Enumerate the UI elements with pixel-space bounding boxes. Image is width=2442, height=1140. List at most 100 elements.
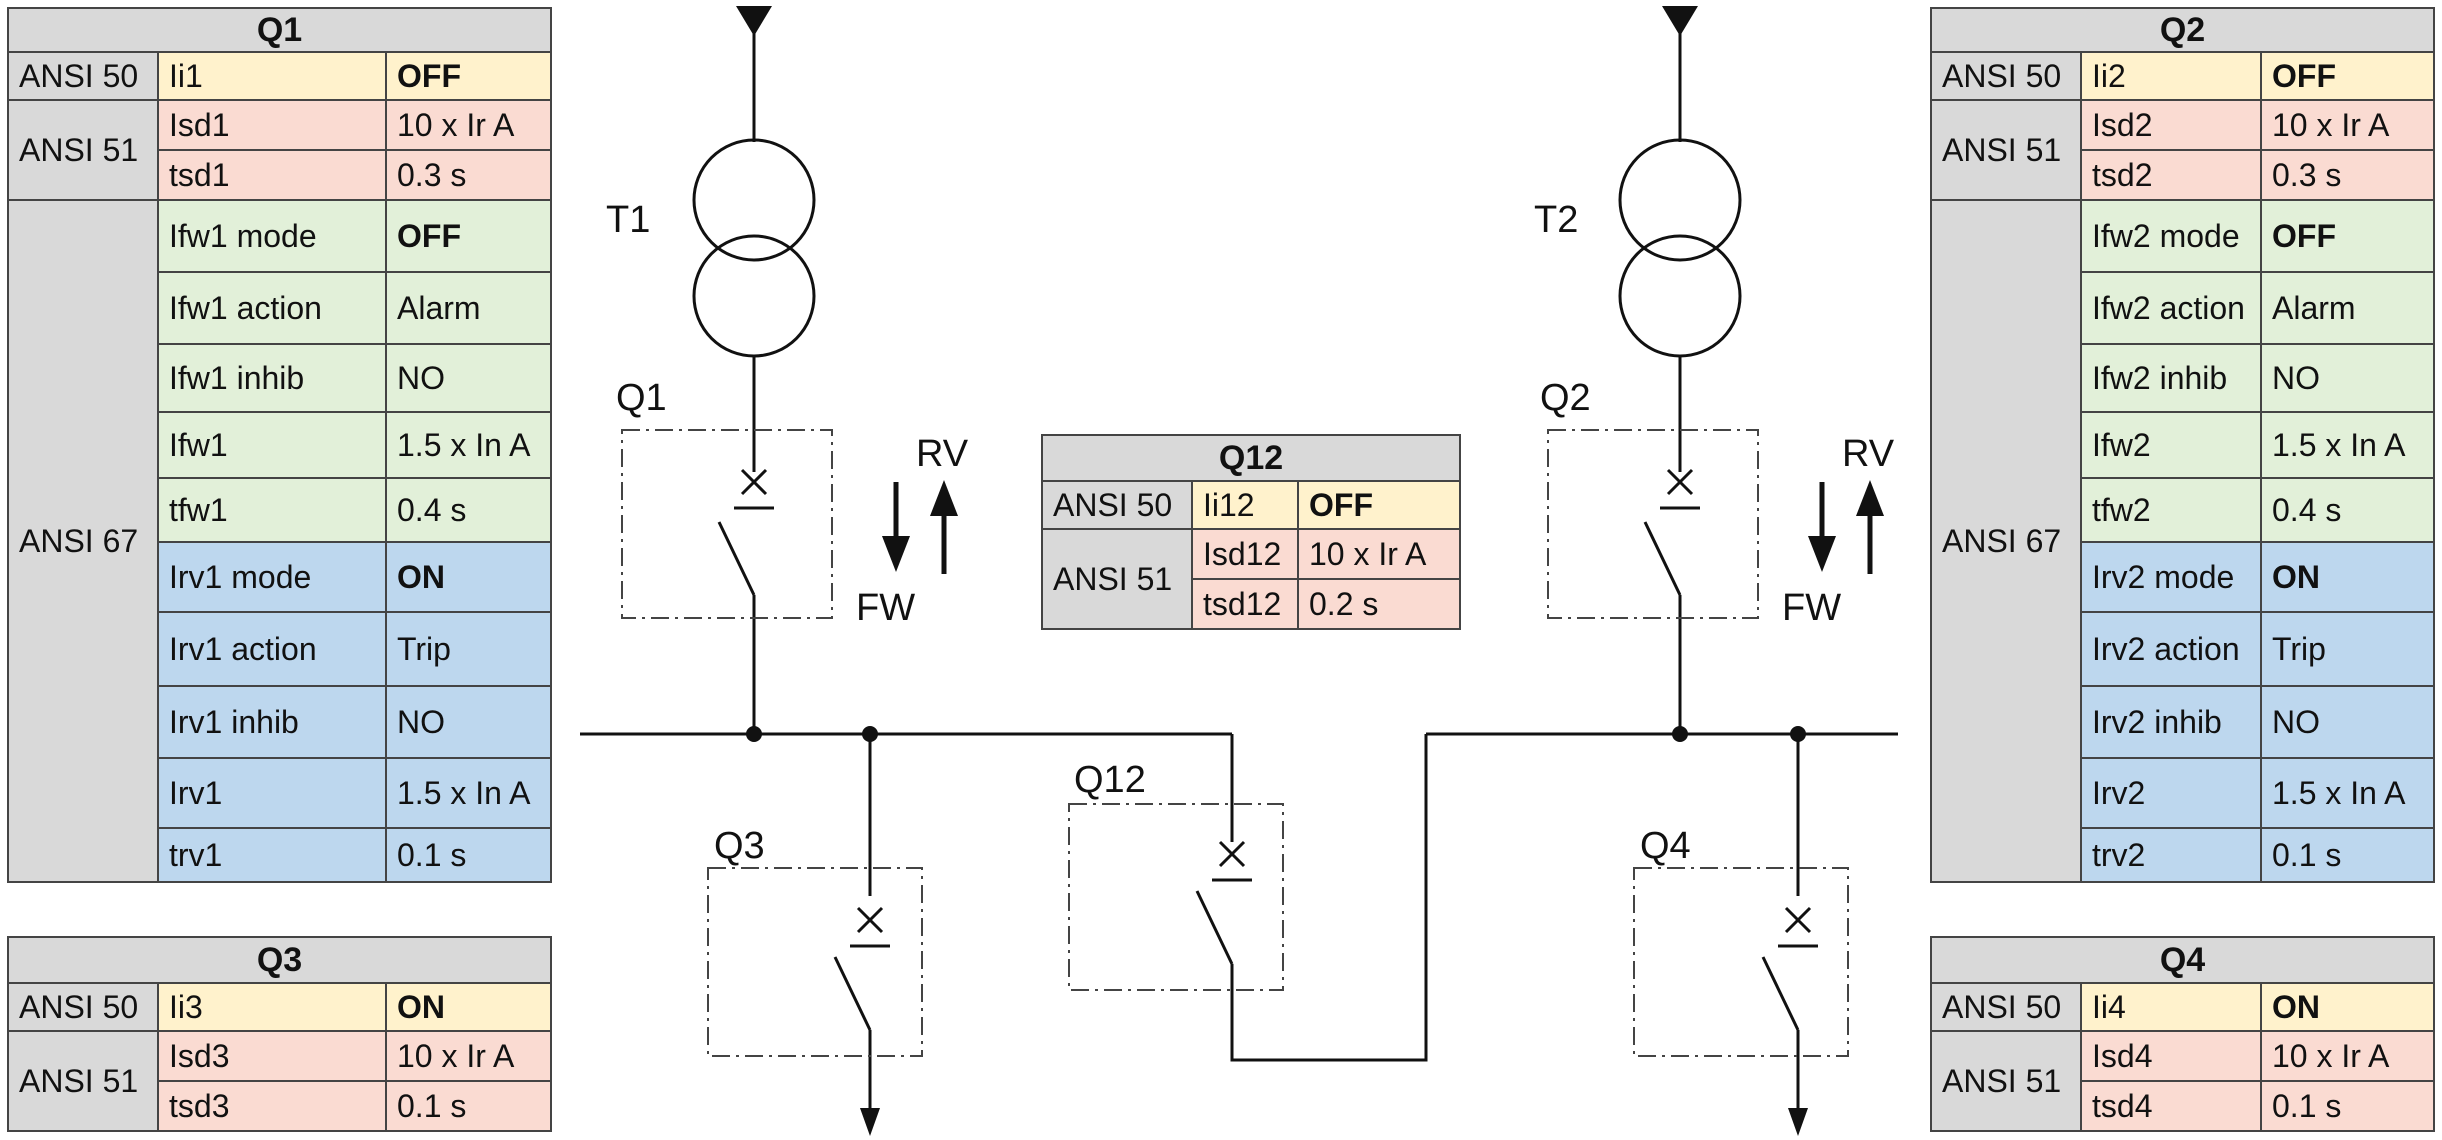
group-ansi51: ANSI 51 [1930, 99, 2082, 201]
junction-dot-q2 [1672, 726, 1688, 742]
param-label: Ifw2 mode [2080, 199, 2262, 273]
param-label: Ii12 [1191, 480, 1299, 530]
param-value: 0.3 s [385, 149, 552, 201]
param-value: ON [385, 982, 552, 1032]
param-label: trv1 [157, 827, 387, 883]
tie-line-q12-lower [1230, 734, 1428, 1062]
param-value: OFF [1296, 480, 1462, 530]
param-value: 0.1 s [385, 827, 552, 883]
breaker-q12-mark [1212, 840, 1252, 882]
param-value: 0.2 s [1296, 578, 1462, 630]
param-label: Ifw1 mode [157, 199, 387, 273]
param-value: 0.4 s [385, 477, 552, 543]
param-label: tsd1 [157, 149, 387, 201]
param-value: OFF [385, 51, 552, 101]
group-ansi50: ANSI 50 [1041, 480, 1193, 530]
settings-table-q2: Q2 ANSI 50 Ii2 OFF ANSI 51 Isd2 10 x Ir … [1930, 7, 2435, 883]
param-label: Irv2 mode [2080, 541, 2262, 613]
param-label: Isd1 [157, 99, 387, 151]
param-label: Irv1 mode [157, 541, 387, 613]
outgoing-arrow-q4 [1788, 1108, 1808, 1136]
param-value: Alarm [2260, 271, 2435, 345]
param-value: 1.5 x In A [385, 411, 552, 479]
param-label: Ifw2 inhib [2080, 343, 2262, 413]
param-value: 0.3 s [2260, 149, 2435, 201]
param-label: Irv1 [157, 757, 387, 829]
param-label: tsd12 [1191, 578, 1299, 630]
label-q1: Q1 [616, 377, 667, 419]
param-value: OFF [385, 199, 552, 273]
param-label: Ifw2 [2080, 411, 2262, 479]
param-label: Irv2 [2080, 757, 2262, 829]
fw-arrowhead-right-icon [1808, 536, 1836, 572]
enclosure-q2 [1547, 429, 1759, 619]
param-label: Ii4 [2080, 982, 2262, 1032]
group-ansi50: ANSI 50 [7, 982, 159, 1032]
param-value: ON [2260, 541, 2435, 613]
breaker-q1-mark [734, 468, 774, 510]
param-label: trv2 [2080, 827, 2262, 883]
param-label: Isd2 [2080, 99, 2262, 151]
param-label: tsd4 [2080, 1080, 2262, 1132]
breaker-q2-contact [1643, 521, 1682, 596]
param-label: tsd3 [157, 1080, 387, 1132]
param-label: Irv1 action [157, 611, 387, 687]
param-label: Isd3 [157, 1030, 387, 1082]
breaker-q3-contact [833, 956, 872, 1031]
param-label: Irv2 inhib [2080, 685, 2262, 759]
param-value: 0.1 s [2260, 1080, 2435, 1132]
param-label: Ifw1 action [157, 271, 387, 345]
param-label: Ii3 [157, 982, 387, 1032]
group-ansi51: ANSI 51 [1041, 528, 1193, 630]
group-ansi51: ANSI 51 [7, 1030, 159, 1132]
label-q12: Q12 [1074, 759, 1146, 801]
group-ansi50: ANSI 50 [1930, 982, 2082, 1032]
param-value: Trip [2260, 611, 2435, 687]
label-q4: Q4 [1640, 825, 1691, 867]
param-value: 10 x Ir A [385, 1030, 552, 1082]
table-title-q4: Q4 [1930, 936, 2435, 984]
transformer-t2-primary [1618, 138, 1742, 262]
param-label: Irv2 action [2080, 611, 2262, 687]
breaker-q3-mark [850, 906, 890, 948]
param-value: NO [385, 343, 552, 413]
param-label: Ifw1 [157, 411, 387, 479]
settings-table-q12: Q12 ANSI 50 Ii12 OFF ANSI 51 Isd12 10 x … [1040, 434, 1462, 630]
label-rv-left: RV [916, 433, 969, 475]
param-label: Isd4 [2080, 1030, 2262, 1082]
table-title-q2: Q2 [1930, 7, 2435, 53]
breaker-q2-mark [1660, 468, 1700, 510]
param-value: NO [2260, 343, 2435, 413]
label-q2: Q2 [1540, 377, 1591, 419]
enclosure-q1 [621, 429, 833, 619]
breaker-q12-contact [1195, 890, 1234, 965]
param-label: Ii2 [2080, 51, 2262, 101]
param-value: 10 x Ir A [2260, 99, 2435, 151]
settings-table-q1: Q1 ANSI 50 Ii1 OFF ANSI 51 Isd1 10 x Ir … [7, 7, 552, 883]
breaker-q4-contact [1761, 956, 1800, 1031]
source-arrow-t1 [736, 6, 772, 36]
label-fw-right: FW [1782, 587, 1841, 629]
enclosure-q4 [1633, 867, 1849, 1057]
param-value: 1.5 x In A [2260, 411, 2435, 479]
param-value: ON [385, 541, 552, 613]
table-title-q1: Q1 [7, 7, 552, 53]
param-value: OFF [2260, 199, 2435, 273]
label-q3: Q3 [714, 825, 765, 867]
breaker-q4-mark [1778, 906, 1818, 948]
param-label: Ifw2 action [2080, 271, 2262, 345]
settings-table-q4: Q4 ANSI 50 Ii4 ON ANSI 51 Isd4 10 x Ir A… [1930, 936, 2435, 1132]
group-ansi51: ANSI 51 [7, 99, 159, 201]
label-fw-left: FW [856, 587, 915, 629]
param-label: Isd12 [1191, 528, 1299, 580]
param-label: tfw2 [2080, 477, 2262, 543]
junction-dot-q4 [1790, 726, 1806, 742]
param-label: Ifw1 inhib [157, 343, 387, 413]
param-value: 0.4 s [2260, 477, 2435, 543]
group-ansi67: ANSI 67 [1930, 199, 2082, 883]
enclosure-q3 [707, 867, 923, 1057]
group-ansi50: ANSI 50 [1930, 51, 2082, 101]
param-value: Trip [385, 611, 552, 687]
group-ansi51: ANSI 51 [1930, 1030, 2082, 1132]
rv-arrowhead-right-icon [1856, 480, 1884, 516]
